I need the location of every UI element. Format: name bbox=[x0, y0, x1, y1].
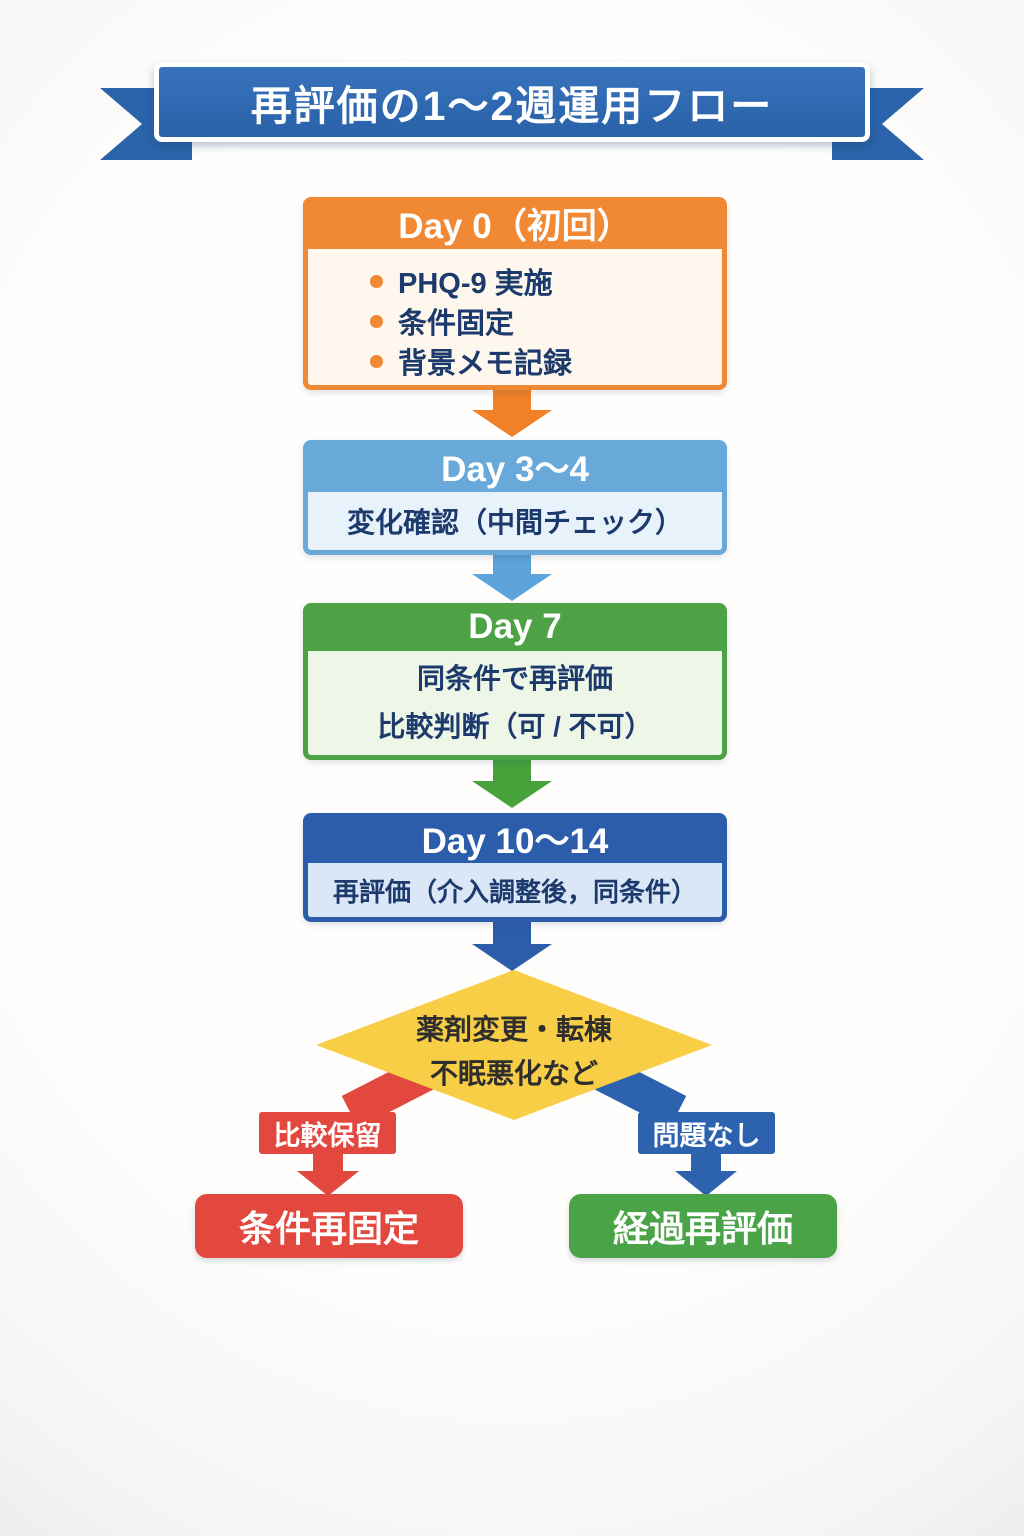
result-box-right: 経過再評価 bbox=[569, 1194, 837, 1258]
stage-day7-body: 同条件で再評価 比較判断（可 / 不可） bbox=[303, 651, 727, 760]
list-item: 条件固定 bbox=[370, 302, 722, 340]
bullet-dot-icon bbox=[370, 274, 383, 288]
stage-day7-line2: 比較判断（可 / 不可） bbox=[377, 711, 653, 742]
stage-day3-4-header: Day 3〜4 bbox=[303, 440, 727, 492]
bullet-label: PHQ-9 実施 bbox=[398, 268, 553, 300]
stage-day3-4: Day 3〜4 変化確認（中間チェック） bbox=[303, 440, 727, 555]
arrow-right-badge-to-result-icon bbox=[675, 1152, 737, 1196]
branch-label-left: 比較保留 bbox=[259, 1112, 396, 1154]
decision-diamond bbox=[316, 970, 712, 1120]
arrow-day0-to-day34-icon bbox=[472, 388, 552, 437]
stage-day0: Day 0（初回） PHQ-9 実施 条件固定 背景メモ記録 bbox=[303, 197, 727, 390]
stage-day3-4-body: 変化確認（中間チェック） bbox=[303, 492, 727, 555]
stage-day7-header: Day 7 bbox=[303, 603, 727, 651]
decision-text-line1: 薬剤変更・転棟 bbox=[415, 1014, 612, 1045]
bullet-label: 背景メモ記録 bbox=[398, 348, 573, 380]
arrow-day7-to-day1014-icon bbox=[472, 760, 552, 808]
result-left-text: 条件再固定 bbox=[238, 1208, 419, 1249]
arrow-left-badge-to-result-icon bbox=[297, 1152, 359, 1196]
bullet-dot-icon bbox=[370, 354, 383, 368]
stage-day3-4-title: Day 3〜4 bbox=[441, 449, 589, 489]
title-banner: 再評価の1〜2週運用フロー bbox=[154, 62, 870, 142]
stage-day10-14: Day 10〜14 再評価（介入調整後，同条件） bbox=[303, 813, 727, 922]
stage-day10-14-title: Day 10〜14 bbox=[421, 821, 609, 861]
decision-text-line2: 不眠悪化など bbox=[429, 1058, 598, 1089]
bullet-label: 条件固定 bbox=[398, 308, 515, 340]
list-item: 背景メモ記録 bbox=[370, 342, 722, 380]
stage-day10-14-text: 再評価（介入調整後，同条件） bbox=[332, 876, 697, 907]
stage-day7: Day 7 同条件で再評価 比較判断（可 / 不可） bbox=[303, 603, 727, 760]
page-title: 再評価の1〜2週運用フロー bbox=[250, 83, 774, 129]
stage-day0-header: Day 0（初回） bbox=[303, 197, 727, 249]
stage-day10-14-body: 再評価（介入調整後，同条件） bbox=[303, 863, 727, 922]
arrow-day1014-to-decision-icon bbox=[472, 921, 552, 971]
list-item: PHQ-9 実施 bbox=[370, 262, 722, 300]
branch-label-left-text: 比較保留 bbox=[273, 1120, 382, 1151]
result-right-text: 経過再評価 bbox=[612, 1208, 793, 1249]
arrow-day34-to-day7-icon bbox=[472, 553, 552, 601]
branch-label-right-text: 問題なし bbox=[652, 1120, 761, 1151]
stage-day10-14-header: Day 10〜14 bbox=[303, 813, 727, 863]
result-box-left: 条件再固定 bbox=[195, 1194, 463, 1258]
stage-day3-4-text: 変化確認（中間チェック） bbox=[346, 507, 683, 538]
stage-day0-title: Day 0（初回） bbox=[398, 206, 632, 246]
bullet-dot-icon bbox=[370, 314, 383, 328]
stage-day7-title: Day 7 bbox=[468, 607, 562, 646]
branch-label-right: 問題なし bbox=[638, 1112, 775, 1154]
stage-day7-line1: 同条件で再評価 bbox=[416, 663, 613, 694]
stage-day0-body: PHQ-9 実施 条件固定 背景メモ記録 bbox=[303, 249, 727, 390]
